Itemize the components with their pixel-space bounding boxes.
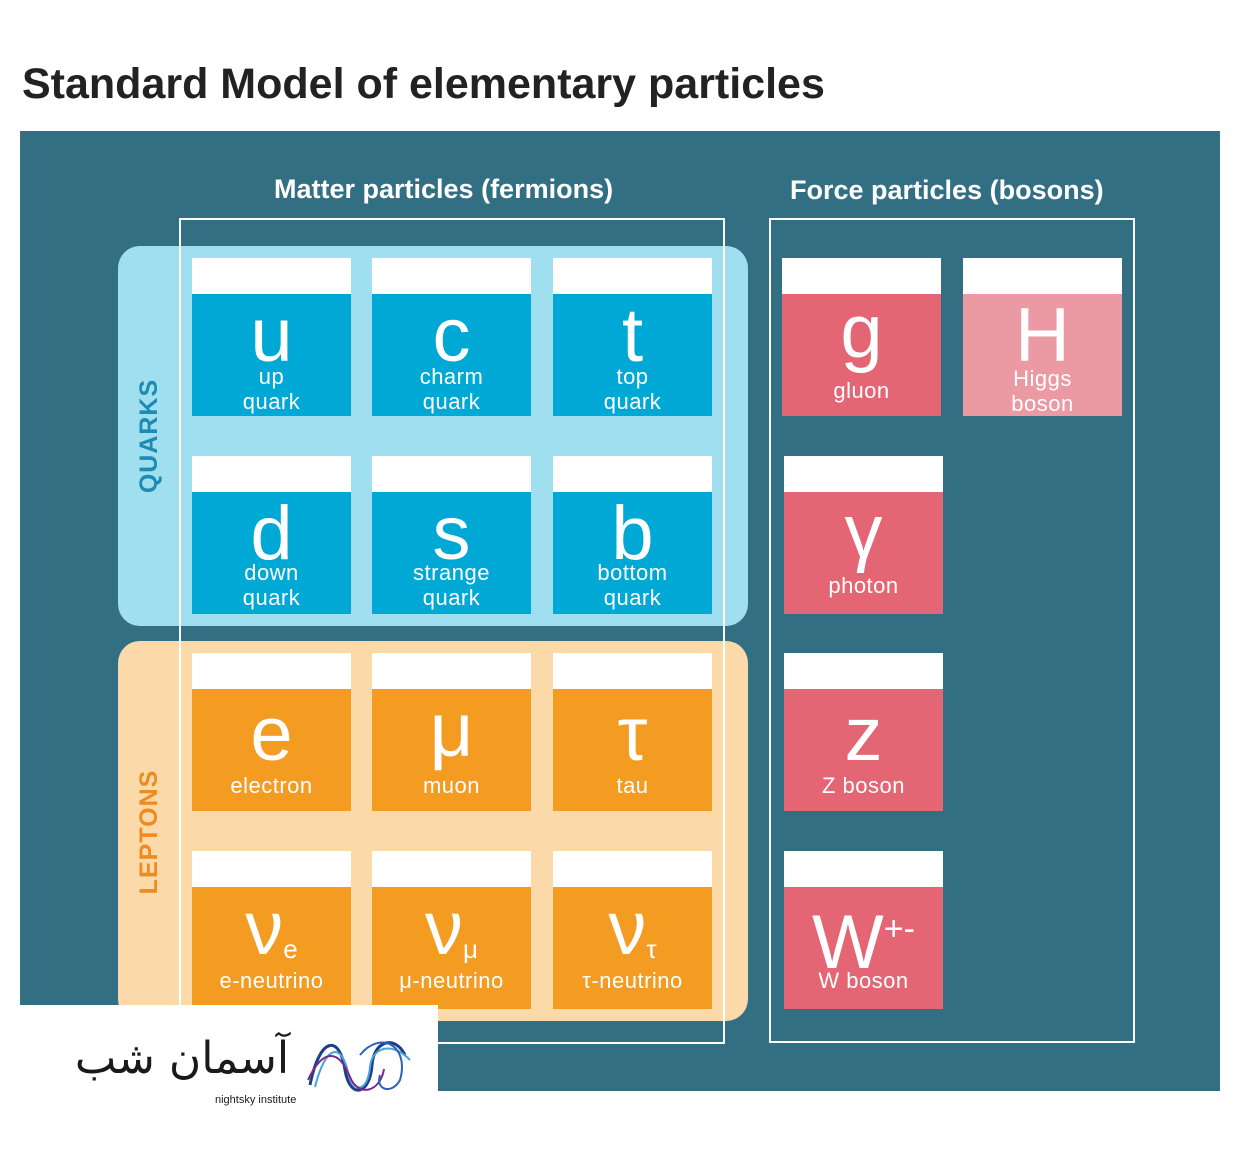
particle-type: quark <box>603 585 662 610</box>
particle-symbol: u <box>250 293 293 378</box>
gluon-card: g gluon <box>782 258 941 416</box>
particle-type: quark <box>603 389 662 414</box>
fermions-heading: Matter particles (fermions) <box>274 174 614 204</box>
particle-symbol: z <box>844 692 883 777</box>
particle-name: muon <box>422 773 481 798</box>
z-boson-card: z Z boson <box>784 653 943 811</box>
particle-symbol: g <box>840 289 883 374</box>
particle-name: τ-neutrino <box>582 968 683 993</box>
down-quark-card: d down quark <box>192 456 351 614</box>
strange-quark-card: s strange quark <box>372 456 531 614</box>
particle-name: μ-neutrino <box>399 968 504 993</box>
photon-card: γ photon <box>784 456 943 614</box>
particle-symbol: b <box>611 491 654 576</box>
particle-name: bottom <box>597 560 668 585</box>
particle-name: e-neutrino <box>219 968 324 993</box>
logo-subtitle: nightsky institute <box>215 1094 297 1106</box>
particle-symbol: ντ <box>608 886 657 971</box>
particle-type: quark <box>242 389 301 414</box>
particle-symbol: H <box>1015 293 1070 378</box>
particle-name: W boson <box>818 968 909 993</box>
particle-name: photon <box>828 573 899 598</box>
up-quark-card: u up quark <box>192 258 351 416</box>
particle-symbol: νμ <box>425 886 478 971</box>
particle-type: quark <box>242 585 301 610</box>
page-title: Standard Model of elementary particles <box>22 60 825 108</box>
particle-type: boson <box>1011 391 1074 416</box>
e-neutrino-card: νe e-neutrino <box>192 851 351 1009</box>
bottom-quark-card: b bottom quark <box>553 456 712 614</box>
tau-neutrino-card: ντ τ-neutrino <box>553 851 712 1009</box>
particle-name: electron <box>230 773 313 798</box>
particle-name: top <box>616 364 649 389</box>
particle-name: gluon <box>833 378 890 403</box>
particle-type: quark <box>422 389 481 414</box>
mu-neutrino-card: νμ μ-neutrino <box>372 851 531 1009</box>
particle-name: strange <box>413 560 490 585</box>
higgs-card: H Higgs boson <box>963 258 1122 416</box>
particle-symbol: c <box>432 293 471 378</box>
particle-symbol: γ <box>844 489 883 574</box>
logo: آسمان شب nightsky institute <box>20 1005 438 1115</box>
particle-symbol: d <box>250 491 293 576</box>
particle-name: down <box>244 560 299 585</box>
particle-name: Higgs <box>1013 366 1072 391</box>
bosons-bracket <box>769 218 1135 1043</box>
muon-card: μ muon <box>372 653 531 811</box>
w-boson-card: W+- W boson <box>784 851 943 1009</box>
electron-card: e electron <box>192 653 351 811</box>
particle-symbol: W+- <box>812 900 915 985</box>
quarks-label: QUARKS <box>135 378 163 494</box>
particle-name: tau <box>616 773 649 798</box>
tau-card: τ tau <box>553 653 712 811</box>
particle-symbol: t <box>621 293 644 378</box>
particle-symbol: s <box>432 491 471 576</box>
logo-wordmark: آسمان شب <box>74 1033 290 1084</box>
particle-name: Z boson <box>822 773 905 798</box>
logo-swirl-icon <box>307 1041 411 1092</box>
bosons-heading: Force particles (bosons) <box>790 175 1104 205</box>
leptons-label: LEPTONS <box>135 769 163 895</box>
particle-symbol: μ <box>429 688 474 773</box>
charm-quark-card: c charm quark <box>372 258 531 416</box>
particle-symbol: τ <box>617 692 648 777</box>
fermions-bracket <box>179 218 725 1044</box>
particle-name: charm <box>419 364 484 389</box>
particle-type: quark <box>422 585 481 610</box>
top-quark-card: t top quark <box>553 258 712 416</box>
particle-symbol: νe <box>245 886 298 971</box>
particle-symbol: e <box>250 692 293 777</box>
particle-name: up <box>258 364 285 389</box>
